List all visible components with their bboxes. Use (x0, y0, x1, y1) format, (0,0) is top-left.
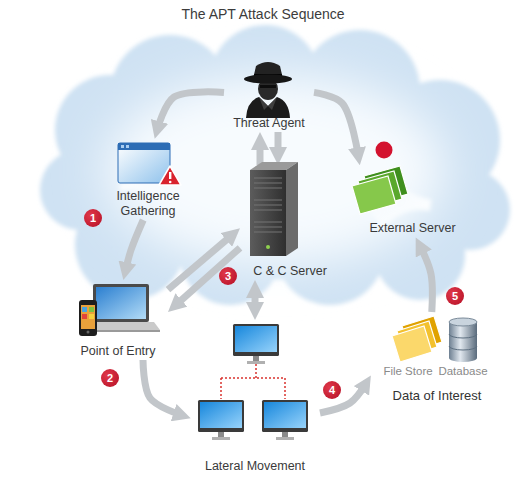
flow-arrow (314, 92, 358, 155)
label-holder: File Store (378, 364, 438, 378)
callout-number: 4 (323, 381, 341, 399)
browser-window-icon (126, 145, 129, 148)
flow-arrow (420, 246, 432, 312)
server-tower-icon (250, 162, 298, 256)
node-label: C & C Server (240, 264, 340, 280)
file-folder-icon (392, 316, 442, 362)
monitor-icon (233, 324, 279, 364)
node-label: Database (432, 364, 494, 378)
database-icon (449, 322, 477, 358)
server-tower-icon (286, 162, 298, 256)
flow-arrow (252, 290, 259, 310)
database-icon (449, 354, 477, 362)
alert-dot (376, 142, 393, 159)
cloud-glow (105, 75, 445, 265)
laptop-icon (93, 284, 149, 322)
flow-arrow (275, 132, 282, 155)
database-icon (449, 334, 477, 350)
flow-arrow (126, 220, 144, 270)
server-tower-icon (266, 245, 270, 249)
callout-number: 5 (446, 287, 464, 305)
server-tower-icon (250, 170, 286, 256)
file-folder-icon (392, 326, 432, 362)
browser-window-icon (121, 145, 124, 148)
callout-number: 1 (84, 209, 102, 227)
spy-icon (244, 62, 292, 118)
label-holder: External Server (345, 221, 480, 237)
diagram-title: The APT Attack Sequence (0, 6, 526, 22)
storage-node: File Store (378, 312, 438, 378)
server-node: External Server (345, 165, 480, 237)
callout-number: 3 (219, 267, 237, 285)
stage-node: Intelligence Gathering (100, 138, 196, 220)
server-node: C & C Server (240, 165, 340, 280)
phone-icon (89, 314, 94, 319)
storage-node: Database (432, 312, 494, 378)
label-holder: Data of Interest (372, 388, 502, 404)
laptop-icon (96, 287, 146, 319)
phone-icon (79, 300, 97, 336)
label-holder: Threat Agent (224, 116, 314, 132)
monitor-icon (198, 400, 244, 440)
node-label: File Store (378, 364, 438, 378)
browser-window-icon (118, 143, 170, 183)
browser-window-icon (159, 166, 181, 185)
browser-window-icon (118, 143, 181, 185)
node-label: Intelligence Gathering (100, 189, 196, 220)
server-tower-icon (254, 178, 282, 232)
folder-stack-icon (352, 166, 408, 214)
spy-icon (246, 97, 290, 118)
database-icon (449, 318, 477, 326)
spy-icon (244, 75, 292, 84)
flow-arrow (257, 142, 264, 165)
browser-window-icon (169, 181, 172, 184)
node-label: Lateral Movement (190, 459, 320, 475)
phone-icon (87, 331, 90, 334)
cloud (40, 25, 510, 305)
laptop-icon (82, 284, 160, 332)
browser-window-icon (169, 172, 171, 179)
network-link (221, 364, 285, 399)
flow-arrow (143, 360, 181, 415)
label-holder: Point of Entry (68, 344, 168, 360)
phone-icon (81, 305, 95, 329)
device-node: Point of Entry (68, 280, 168, 360)
label-holder: Intelligence Gathering (100, 189, 196, 220)
phone-icon (82, 314, 87, 319)
node-label: External Server (345, 221, 480, 237)
flow-arrow (175, 248, 240, 306)
folder-stack-icon (352, 176, 396, 214)
phone-icon (82, 307, 87, 312)
node-label: Point of Entry (68, 344, 168, 360)
network-node: Lateral Movement (190, 320, 320, 475)
phone-icon (89, 307, 94, 312)
actor-node: Threat Agent (224, 60, 314, 132)
flow-arrow (157, 92, 224, 129)
callout-number: 2 (101, 369, 119, 387)
cloud-glow (105, 75, 445, 265)
spy-icon (260, 85, 276, 88)
database-icon (449, 318, 477, 362)
label-holder: C & C Server (240, 264, 340, 280)
label-holder: Database (432, 364, 494, 378)
node-label: Threat Agent (224, 116, 314, 132)
monitor-icon (262, 400, 308, 440)
data-group: Data of Interest File StoreDatabase (372, 312, 502, 404)
monitor-icon (198, 324, 308, 440)
phone-icon (79, 300, 97, 336)
label-holder: Lateral Movement (190, 459, 320, 475)
browser-window-icon (118, 143, 170, 150)
node-label: Data of Interest (372, 388, 502, 404)
